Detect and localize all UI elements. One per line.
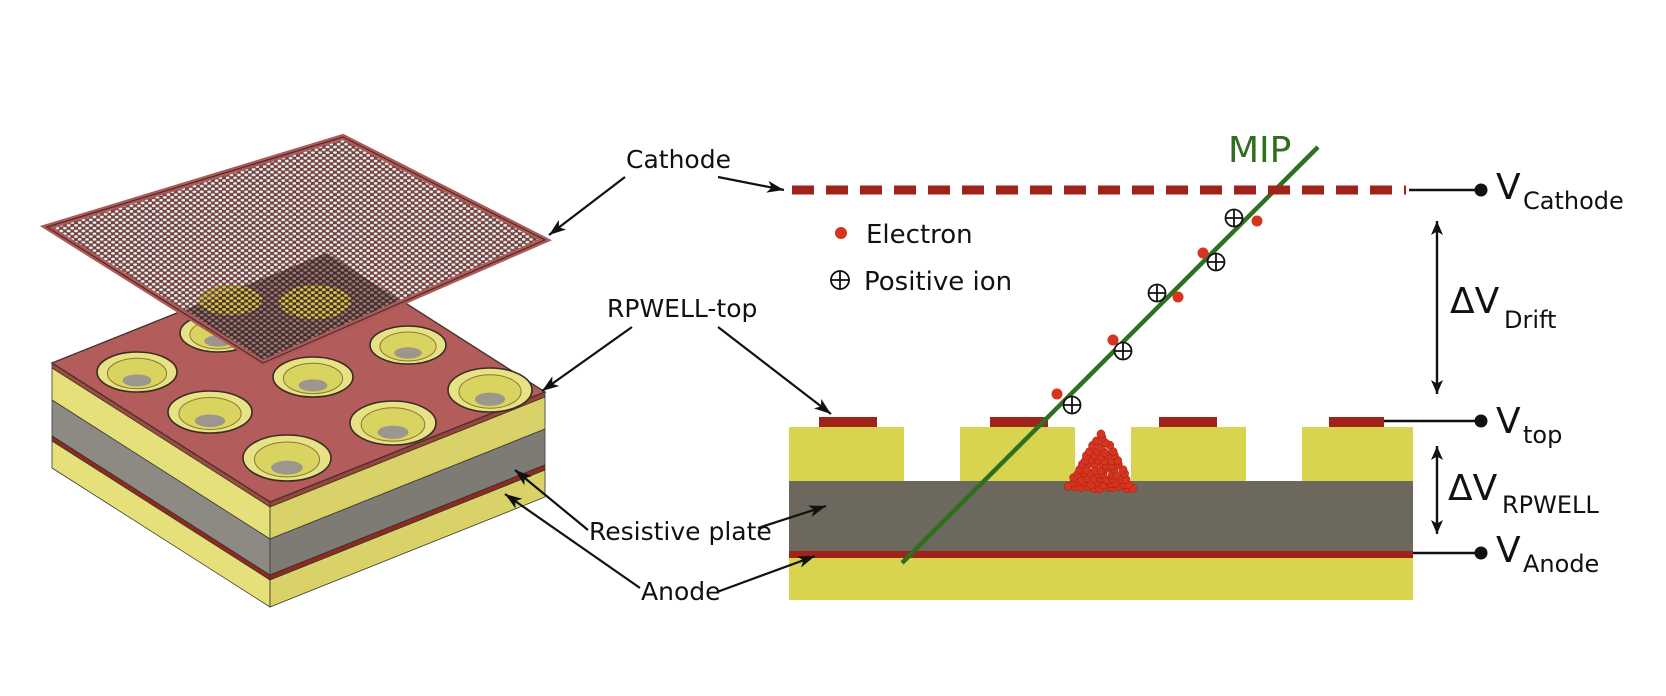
electron-dot [1251, 215, 1263, 227]
legend-ion-label: Positive ion [864, 267, 1012, 297]
positive-ion-marker [1113, 341, 1133, 361]
xs-anode-strip [789, 551, 1413, 558]
positive-ion-marker [1147, 283, 1167, 303]
well-hole [272, 356, 354, 398]
avalanche-electron [1096, 429, 1106, 439]
well-cone [106, 357, 168, 390]
xs-bottom-insulator [789, 558, 1413, 600]
well-hole [369, 325, 447, 365]
well-seen-through-mesh [279, 285, 351, 319]
well-cone [178, 397, 242, 430]
v-top-terminal-dot [1474, 414, 1488, 428]
xs-block [1131, 427, 1246, 481]
resistive-plate-label: Resistive plate [589, 517, 772, 546]
v-cathode-terminal-dot [1474, 183, 1488, 197]
positive-ion-marker [1206, 252, 1226, 272]
well-hole [96, 351, 178, 393]
well-cone [379, 331, 437, 362]
well-hole [349, 400, 437, 446]
v-anode-main: V [1496, 530, 1521, 571]
v-anode-label: V Anode [1496, 530, 1599, 578]
electron-dot [1051, 388, 1063, 400]
delta-v-drift-sub: Drift [1504, 306, 1556, 334]
right-face-insulator-bottom [269, 469, 546, 608]
electron-dot [1197, 247, 1209, 259]
well-cone [458, 374, 522, 409]
v-top-label: V top [1496, 401, 1562, 449]
rpwell-stack-3d [50, 252, 547, 608]
cathode-arrow-left [548, 176, 626, 236]
legend-electron-label: Electron [866, 220, 973, 250]
delta-v-rpwell-main: ΔV [1448, 468, 1498, 509]
delta-v-drift-main: ΔV [1450, 281, 1500, 322]
v-top-main: V [1496, 401, 1521, 442]
v-top-sub: top [1523, 421, 1562, 449]
electron-dot [1172, 291, 1184, 303]
well-hole [242, 434, 332, 482]
xs-top-pad [1159, 417, 1217, 427]
well-bottom [194, 414, 226, 428]
electron-dot [1107, 334, 1119, 346]
electron-dot [835, 227, 847, 239]
xs-block [960, 427, 1075, 481]
cathode-arrow-right [717, 175, 785, 193]
xs-top-pad [990, 417, 1048, 427]
mip-track-line [900, 145, 1320, 565]
cross-section [789, 417, 1413, 600]
xs-block [789, 427, 904, 481]
resistive-plate-arrow-right [757, 504, 827, 530]
voltage-terminals: V Cathode ΔV Drift V top ΔV RPWELL V Ano… [1384, 167, 1624, 578]
well-cone [360, 407, 426, 442]
positive-ion-marker [830, 270, 850, 290]
positive-ion-marker [1062, 395, 1082, 415]
anode-label: Anode [641, 577, 721, 606]
component-labels: Cathode RPWELL-top Resistive plate Anode [504, 145, 832, 606]
xs-well-blocks [789, 427, 1413, 481]
well-hole [447, 367, 533, 413]
stack-right-face [269, 391, 546, 608]
rpwell-top-arrow-left [541, 326, 633, 392]
positive-ion-marker [1224, 208, 1244, 228]
well-bottom [394, 347, 422, 359]
well-bottom [377, 425, 409, 439]
v-anode-sub: Anode [1523, 550, 1599, 578]
well-seen-through-mesh [198, 285, 262, 315]
well-bottom [122, 374, 152, 387]
rpwell-top-label: RPWELL-top [607, 294, 757, 323]
xs-top-pad [819, 417, 877, 427]
resistive-plate-arrow-left [514, 469, 589, 531]
well-hole [167, 390, 253, 434]
well-bottom [474, 392, 506, 406]
xs-top-electrodes [819, 417, 1384, 427]
cathode-label: Cathode [626, 145, 731, 174]
well-bottom [271, 460, 303, 475]
anode-arrow-right [716, 554, 816, 594]
v-anode-terminal-dot [1474, 546, 1488, 560]
v-cathode-label: V Cathode [1496, 167, 1624, 215]
well-cone [253, 441, 321, 478]
anode-arrow-left [504, 493, 641, 589]
well-bottom [298, 379, 328, 392]
xs-top-pad [1329, 417, 1384, 427]
stack-left-face [51, 362, 271, 608]
ionization-markers [1051, 208, 1263, 415]
avalanche-electron [1118, 465, 1128, 475]
delta-v-rpwell-label: ΔV RPWELL [1448, 468, 1599, 519]
v-cathode-sub: Cathode [1523, 187, 1624, 215]
mip-label: MIP [1228, 130, 1291, 171]
delta-v-rpwell-sub: RPWELL [1502, 491, 1599, 519]
mesh-cathode-3d [39, 133, 553, 367]
legend: Electron Positive ion [830, 220, 1012, 297]
xs-block [1302, 427, 1413, 481]
well-cone [282, 362, 344, 395]
mesh-frame-outline [45, 136, 547, 364]
rpwell-top-arrow-right [717, 326, 832, 415]
avalanche [1064, 429, 1138, 494]
v-cathode-main: V [1496, 167, 1521, 208]
delta-v-drift-label: ΔV Drift [1450, 281, 1556, 334]
